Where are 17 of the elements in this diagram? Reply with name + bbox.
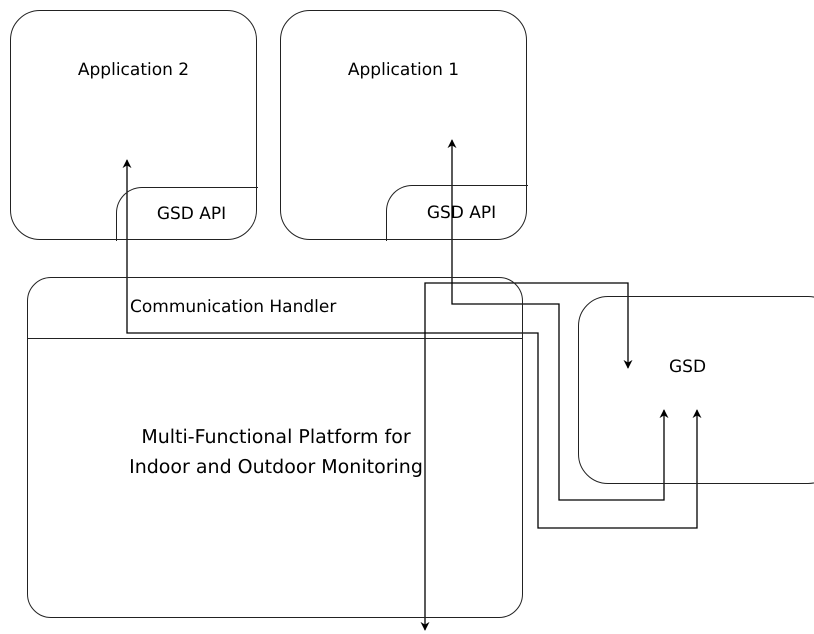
- platform-box: [27, 277, 523, 618]
- connector-arrow: [451, 277, 668, 501]
- application-box: [10, 10, 257, 240]
- api-panel: [386, 185, 528, 241]
- device-box: [578, 296, 814, 484]
- application-label: Application 1: [348, 59, 460, 82]
- device-label: GSD: [669, 356, 706, 379]
- application-box: [280, 10, 527, 240]
- application-label: Application 2: [78, 59, 190, 82]
- connector-arrow: [122, 159, 132, 277]
- section-heading: Communication Handler: [130, 296, 336, 320]
- connector-arrow: [448, 139, 456, 277]
- platform-label: Multi-Functional Platform for Indoor and Outdoor Monitoring: [128, 425, 424, 480]
- api-panel: [116, 187, 258, 241]
- connector-arrow: [420, 282, 632, 631]
- api-label: GSD API: [156, 202, 226, 226]
- connector-arrow: [126, 277, 702, 529]
